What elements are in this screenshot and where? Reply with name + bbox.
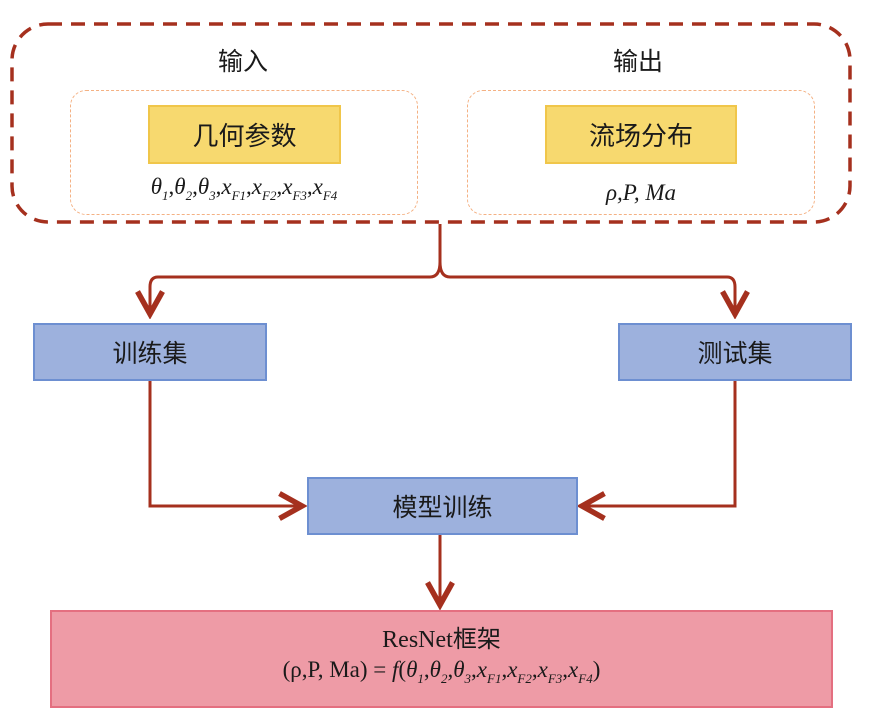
edge-test-to-model bbox=[582, 381, 737, 506]
edge-group-to-train bbox=[150, 224, 442, 314]
flow-field-box: 流场分布 bbox=[545, 105, 737, 164]
resnet-formula: (ρ,P, Ma) = f(θ1,θ2,θ3,xF1,xF2,xF3,xF4) bbox=[282, 656, 601, 686]
output-label: 输出 bbox=[612, 49, 663, 76]
resnet-box: ResNet框架 (ρ,P, Ma) = f(θ1,θ2,θ3,xF1,xF2,… bbox=[50, 610, 833, 708]
resnet-title: ResNet框架 bbox=[382, 626, 501, 653]
input-formula: θ1,θ2,θ3,xF1,xF2,xF3,xF4 bbox=[150, 174, 338, 203]
input-term: θ2 bbox=[174, 174, 193, 203]
input-term: xF2 bbox=[251, 174, 277, 203]
model-training-label: 模型训练 bbox=[392, 495, 493, 522]
edge-train-to-model bbox=[148, 381, 302, 506]
input-output-group-border bbox=[10, 22, 852, 224]
model-training-box: 模型训练 bbox=[307, 477, 578, 535]
geometry-params-label: 几何参数 bbox=[192, 122, 297, 151]
geometry-params-box: 几何参数 bbox=[148, 105, 341, 164]
input-term: xF3 bbox=[282, 174, 307, 203]
input-term: xF4 bbox=[312, 174, 338, 203]
output-inner-group bbox=[467, 90, 815, 215]
input-term: xF1 bbox=[221, 174, 247, 203]
train-set-label: 训练集 bbox=[112, 341, 188, 368]
flow-field-label: 流场分布 bbox=[588, 122, 693, 151]
edge-group-to-test bbox=[438, 261, 735, 314]
test-set-label: 测试集 bbox=[697, 341, 773, 368]
input-inner-group bbox=[70, 90, 418, 215]
input-term: θ3 bbox=[197, 174, 216, 203]
train-set-box: 训练集 bbox=[33, 323, 267, 381]
test-set-box: 测试集 bbox=[618, 323, 852, 381]
output-formula: ρ,P, Ma bbox=[605, 180, 677, 205]
input-term: θ1 bbox=[150, 174, 169, 203]
input-label: 输入 bbox=[217, 49, 268, 76]
